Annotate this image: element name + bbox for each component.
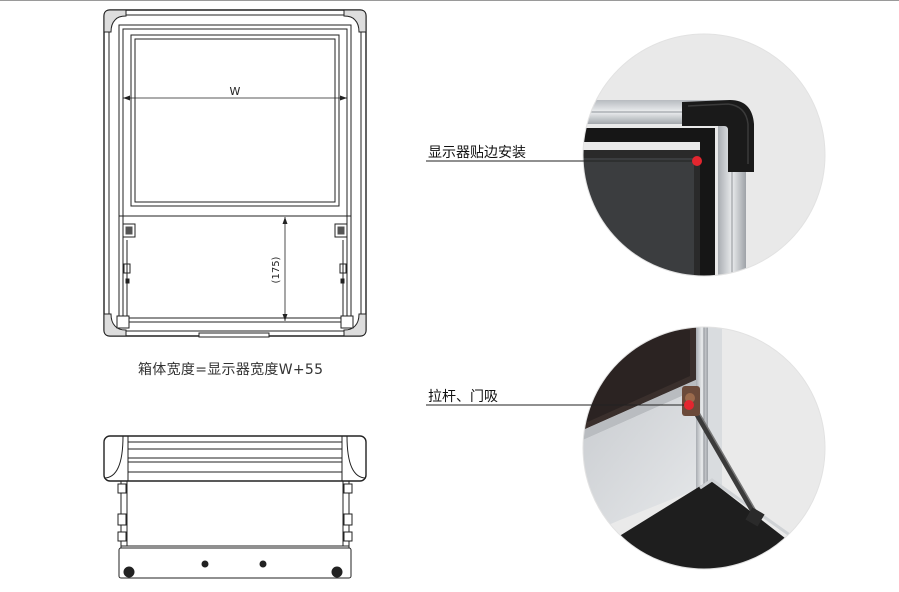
top-divider: [0, 0, 899, 1]
callout-leader: [426, 156, 702, 166]
height-label: (175): [271, 256, 282, 283]
monitor-outline: [130, 34, 340, 207]
hinge-block: [122, 223, 348, 238]
width-label: W: [230, 85, 241, 98]
side-view: [103, 435, 367, 579]
callout-leader: [426, 400, 694, 410]
height-dimension: [282, 217, 288, 321]
front-view: [103, 9, 367, 338]
detail-stay-arm: [582, 326, 826, 570]
callout-monitor-edge-mount: 显示器贴边安装: [428, 145, 526, 161]
width-dimension: [123, 95, 347, 101]
corner-cap: [103, 9, 367, 337]
callout-stay-arm-door-stop: 拉杆、门吸: [428, 389, 498, 405]
callout-dot: [684, 400, 694, 410]
caster-icon: [123, 566, 135, 578]
caster-icon: [331, 566, 343, 578]
cabinet-width-caption: 箱体宽度=显示器宽度W+55: [138, 362, 324, 378]
callout-dot: [692, 156, 702, 166]
